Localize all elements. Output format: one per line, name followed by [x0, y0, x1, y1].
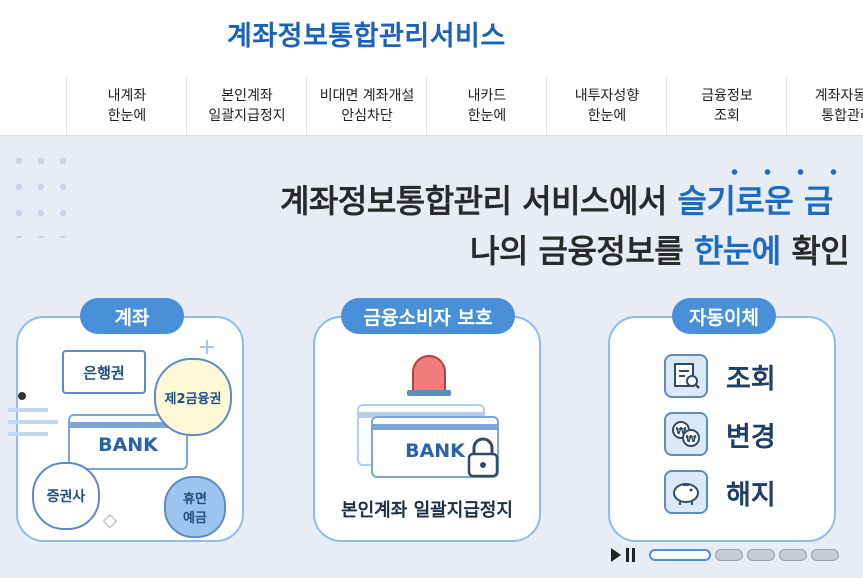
- nav-item-label: 금융정보: [701, 88, 753, 104]
- nav-item-investment-profile[interactable]: 내투자성향 한눈에: [546, 77, 667, 135]
- hero-headline-line1: 계좌정보통합관리 서비스에서 슬기로운 금: [280, 176, 833, 222]
- feature-change[interactable]: ₩ ₩ 변경: [664, 412, 776, 456]
- piggy-bank-icon: [664, 470, 708, 514]
- slide-indicator-1[interactable]: [649, 549, 711, 561]
- nav-item-autotransfer[interactable]: 계좌자동이 통합관리: [786, 77, 863, 135]
- slide-indicator-5[interactable]: [811, 549, 839, 561]
- lock-icon: [467, 437, 499, 478]
- consumer-protection-card[interactable]: 금융소비자 보호 BANK 본인계좌 일괄지급정지: [313, 298, 541, 542]
- decorative-diamond: [102, 514, 118, 529]
- feature-label: 조회: [726, 363, 776, 395]
- hero-banner: 계좌정보통합관리 서비스에서 슬기로운 금 나의 금융정보를 한눈에 확인 계좌…: [0, 136, 863, 578]
- play-pause-icon: [611, 548, 635, 562]
- decorative-stripes: [8, 392, 58, 436]
- nav-item-label: 일괄지급정지: [208, 108, 286, 124]
- main-nav: 내계좌 한눈에 본인계좌 일괄지급정지 비대면 계좌개설 안심차단 내카드 한눈…: [0, 77, 863, 136]
- svg-text:₩: ₩: [675, 426, 686, 437]
- nav-item-label: 한눈에: [107, 108, 147, 124]
- site-header: 계좌정보통합관리서비스: [0, 0, 863, 78]
- document-search-icon: [664, 354, 708, 398]
- protection-caption: 본인계좌 일괄지급정지: [341, 500, 513, 521]
- nav-item-my-accounts[interactable]: 내계좌 한눈에: [66, 77, 187, 135]
- emphasis-dots: [718, 169, 863, 175]
- currency-exchange-svg: ₩ ₩: [672, 421, 700, 447]
- nav-item-label: 계좌자동이: [814, 88, 863, 104]
- card-stripe: [70, 422, 186, 428]
- bubble-bank: 은행권: [62, 350, 146, 394]
- decorative-plus: [200, 340, 214, 354]
- feature-label: 변경: [726, 421, 776, 453]
- slide-indicator-3[interactable]: [747, 549, 775, 561]
- nav-item-financial-info[interactable]: 금융정보 조회: [666, 77, 787, 135]
- decorative-dots: [8, 148, 68, 238]
- alarm-siren-icon: [407, 355, 451, 396]
- protection-card-title: 금융소비자 보호: [341, 298, 515, 334]
- autotransfer-card[interactable]: 자동이체 조회 ₩ ₩ 변경: [608, 298, 836, 542]
- hero-headline-line2: 나의 금융정보를 한눈에 확인: [470, 226, 850, 272]
- bubble-dormant-deposit: 휴면 예금: [164, 476, 226, 538]
- nav-item-payment-stop[interactable]: 본인계좌 일괄지급정지: [186, 77, 307, 135]
- piggy-bank-svg: [673, 483, 699, 505]
- nav-item-label: 비대면 계좌개설: [319, 88, 415, 104]
- nav-item-my-cards[interactable]: 내카드 한눈에: [426, 77, 547, 135]
- card-stripe: [359, 412, 483, 418]
- bank-text: BANK: [405, 440, 465, 462]
- nav-item-label: 조회: [714, 108, 740, 124]
- headline-text: 계좌정보통합관리 서비스에서: [280, 182, 678, 220]
- svg-text:₩: ₩: [685, 434, 696, 445]
- headline-highlight: 한눈에: [693, 232, 781, 270]
- feature-inquiry[interactable]: 조회: [664, 354, 776, 398]
- bubble-second-tier: 제2금융권: [154, 358, 232, 436]
- bank-text: BANK: [98, 434, 158, 456]
- nav-item-label: 내투자성향: [574, 88, 640, 104]
- account-card-title: 계좌: [80, 298, 184, 334]
- feature-label: 해지: [726, 479, 776, 511]
- bubble-securities: 증권사: [32, 462, 100, 530]
- card-stripe: [373, 424, 497, 430]
- nav-item-label: 안심차단: [341, 108, 393, 124]
- nav-item-noncontact-block[interactable]: 비대면 계좌개설 안심차단: [306, 77, 427, 135]
- nav-item-label: 한눈에: [467, 108, 507, 124]
- nav-item-label: 본인계좌: [221, 88, 273, 104]
- feature-cancel[interactable]: 해지: [664, 470, 776, 514]
- headline-text: 확인: [780, 232, 850, 270]
- currency-exchange-icon: ₩ ₩: [664, 412, 708, 456]
- document-search-svg: [674, 363, 700, 389]
- play-pause-button[interactable]: [609, 546, 639, 564]
- nav-item-label: 한눈에: [587, 108, 627, 124]
- headline-highlight: 슬기로운 금: [677, 182, 834, 220]
- nav-item-label: 내계좌: [107, 88, 147, 104]
- slide-indicator-4[interactable]: [779, 549, 807, 561]
- nav-item-label: 통합관리: [821, 108, 863, 124]
- slide-indicator-2[interactable]: [715, 549, 743, 561]
- autotransfer-card-title: 자동이체: [672, 298, 776, 334]
- headline-text: 나의 금융정보를: [470, 232, 694, 270]
- slider-controls: [609, 546, 839, 564]
- nav-item-label: 내카드: [467, 88, 507, 104]
- site-logo-title[interactable]: 계좌정보통합관리서비스: [227, 21, 506, 52]
- account-card[interactable]: 계좌 은행권 BANK 제2금융권 증권사 휴면 예금: [8, 298, 244, 542]
